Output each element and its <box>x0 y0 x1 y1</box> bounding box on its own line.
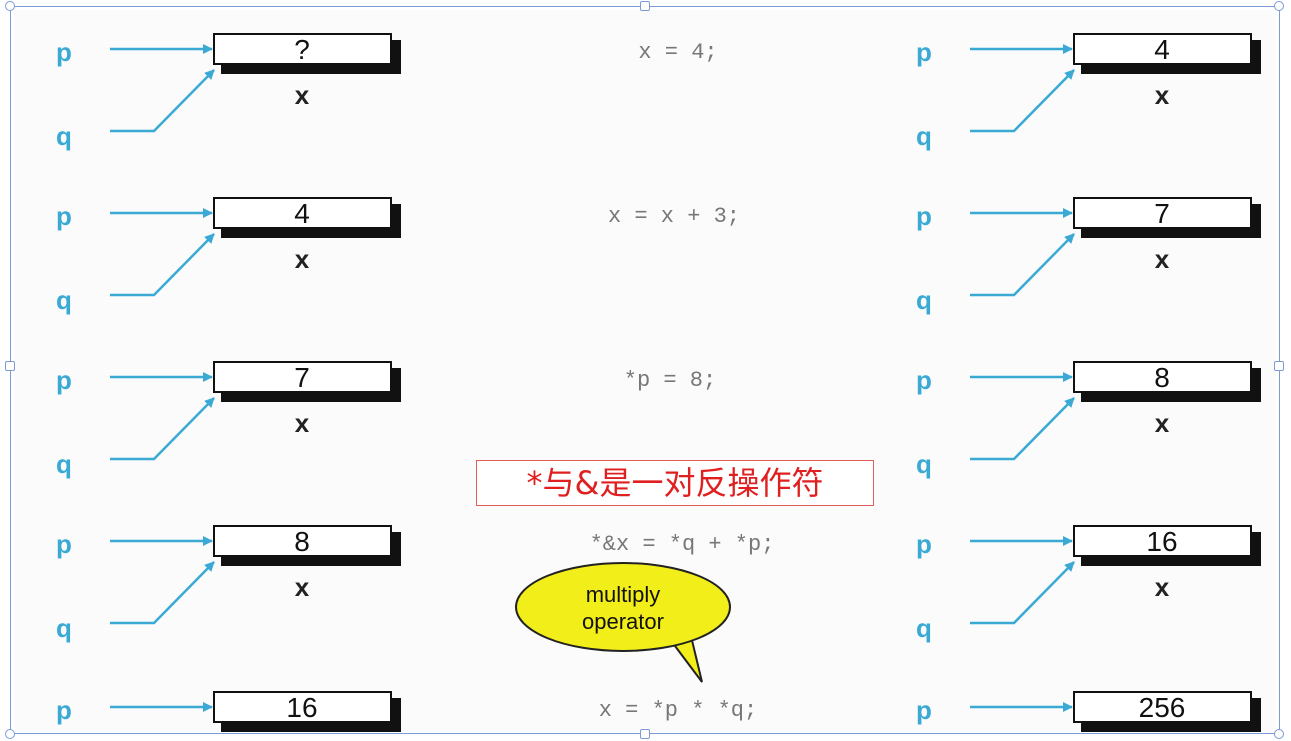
diagram-row-4: 8 p x q 16 p x q *&x = *q + *p; <box>56 525 1261 643</box>
pointer-label-q: q <box>56 121 72 151</box>
code-statement: x = 4; <box>638 40 717 65</box>
pointer-label-p: p <box>916 201 932 231</box>
resize-handle-bottom-left[interactable] <box>5 729 15 739</box>
before-memory-cell-4: 8 p x q <box>56 525 401 643</box>
annotation-note: *与&是一对反操作符 <box>476 460 874 506</box>
before-memory-cell-3: 7 p x q <box>56 361 401 479</box>
pointer-arrow-q <box>970 69 1075 133</box>
value-box <box>1073 361 1252 393</box>
code-statement: *p = 8; <box>624 368 716 393</box>
pointer-label-p: p <box>916 695 932 725</box>
cell-value: 7 <box>294 362 310 393</box>
cell-value: 4 <box>1154 34 1170 65</box>
pointer-label-p: p <box>56 695 72 725</box>
before-memory-cell-5: 16 p <box>56 691 401 732</box>
pointer-label-p: p <box>56 37 72 67</box>
value-box <box>213 361 392 393</box>
value-box <box>1073 525 1252 557</box>
after-memory-cell-4: 16 p x q <box>916 525 1261 643</box>
variable-label-x: x <box>1155 408 1170 438</box>
diagram-row-3: 7 p x q 8 p x q *p = 8; <box>56 361 1261 479</box>
pointer-label-p: p <box>56 201 72 231</box>
value-box <box>1073 691 1252 723</box>
pointer-label-q: q <box>916 613 932 643</box>
variable-label-x: x <box>295 80 310 110</box>
after-memory-cell-5: 256 p <box>916 691 1261 732</box>
pointer-arrow-q <box>110 561 215 625</box>
code-statement: x = *p * *q; <box>599 698 757 723</box>
after-memory-cell-3: 8 p x q <box>916 361 1261 479</box>
diagram-row-1: ? p x q 4 p x q x = 4; <box>56 33 1261 151</box>
value-box <box>213 691 392 723</box>
pointer-arrow-q <box>110 69 215 133</box>
pointer-label-q: q <box>56 613 72 643</box>
pointer-label-q: q <box>916 285 932 315</box>
variable-label-x: x <box>1155 244 1170 274</box>
code-statement: x = x + 3; <box>608 204 740 229</box>
callout-text-line2: operator <box>582 609 664 634</box>
pointer-arrow-q <box>110 397 215 461</box>
cell-value: 7 <box>1154 198 1170 229</box>
before-memory-cell-1: ? p x q <box>56 33 401 151</box>
after-memory-cell-1: 4 p x q <box>916 33 1261 151</box>
resize-handle-bottom[interactable] <box>640 729 650 739</box>
pointer-label-p: p <box>916 365 932 395</box>
pointer-label-q: q <box>56 285 72 315</box>
code-statement: *&x = *q + *p; <box>590 532 775 557</box>
before-memory-cell-2: 4 p x q <box>56 197 401 315</box>
cell-value: ? <box>294 34 310 65</box>
pointer-arrow-q <box>970 561 1075 625</box>
value-box <box>1073 197 1252 229</box>
pointer-label-p: p <box>916 529 932 559</box>
variable-label-x: x <box>295 244 310 274</box>
pointer-label-p: p <box>56 365 72 395</box>
diagram-row-5: 16 p 256 p x = *p * *q; <box>56 691 1261 732</box>
pointer-label-p: p <box>56 529 72 559</box>
cell-value: 256 <box>1139 692 1186 723</box>
cell-value: 8 <box>294 526 310 557</box>
resize-handle-bottom-right[interactable] <box>1274 729 1284 739</box>
pointer-arrow-q <box>970 397 1075 461</box>
variable-label-x: x <box>295 408 310 438</box>
pointer-arrow-q <box>110 233 215 297</box>
callout-bubble <box>515 562 731 652</box>
resize-handle-top[interactable] <box>640 1 650 11</box>
pointer-diagram: ? p x q 4 p x q x = 4; 4 p x q 7 p x q x = x + 3; 7 p x q 8 p x q… <box>56 33 1261 732</box>
diagram-image: ? p x q 4 p x q x = 4; 4 p x q 7 p x q x = x + 3; 7 p x q 8 p x q… <box>14 10 1276 732</box>
resize-handle-left[interactable] <box>5 361 15 371</box>
value-box <box>213 525 392 557</box>
value-box <box>213 197 392 229</box>
pointer-arrow-q <box>970 233 1075 297</box>
value-box <box>1073 33 1252 65</box>
cell-value: 8 <box>1154 362 1170 393</box>
resize-handle-right[interactable] <box>1274 361 1284 371</box>
value-box <box>213 33 392 65</box>
pointer-label-q: q <box>916 121 932 151</box>
multiply-operator-callout: multiply operator <box>515 562 731 683</box>
variable-label-x: x <box>1155 572 1170 602</box>
resize-handle-top-right[interactable] <box>1274 1 1284 11</box>
variable-label-x: x <box>1155 80 1170 110</box>
cell-value: 16 <box>1146 526 1177 557</box>
cell-value: 4 <box>294 198 310 229</box>
resize-handle-top-left[interactable] <box>5 1 15 11</box>
variable-label-x: x <box>295 572 310 602</box>
pointer-label-q: q <box>56 449 72 479</box>
after-memory-cell-2: 7 p x q <box>916 197 1261 315</box>
callout-text-line1: multiply <box>586 582 661 607</box>
pointer-label-p: p <box>916 37 932 67</box>
pointer-label-q: q <box>916 449 932 479</box>
cell-value: 16 <box>286 692 317 723</box>
diagram-row-2: 4 p x q 7 p x q x = x + 3; <box>56 197 1261 315</box>
